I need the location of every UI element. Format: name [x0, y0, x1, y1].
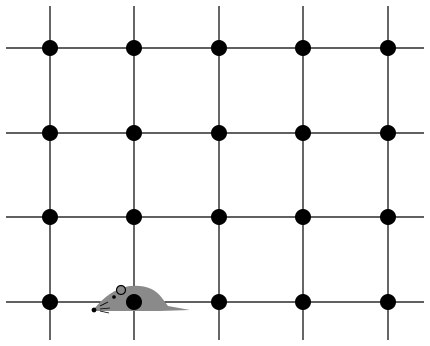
grid-node [211, 40, 227, 56]
mouse-whisker [100, 311, 109, 313]
grid-node [380, 209, 396, 225]
grid-node [380, 294, 396, 310]
mouse-nose [92, 308, 97, 313]
grid-node [295, 294, 311, 310]
grid-lines [6, 6, 424, 340]
grid-node [295, 40, 311, 56]
grid-node [211, 294, 227, 310]
mouse-body [94, 286, 190, 311]
grid-node [42, 209, 58, 225]
mouse-eye [112, 295, 116, 299]
grid-node [42, 125, 58, 141]
grid-node [126, 209, 142, 225]
mouse-ear [117, 286, 126, 295]
grid-node [295, 125, 311, 141]
grid-node [380, 125, 396, 141]
grid-node [126, 125, 142, 141]
grid-node [126, 294, 142, 310]
grid-node [126, 40, 142, 56]
grid-node [295, 209, 311, 225]
grid-node [211, 209, 227, 225]
grid-node [380, 40, 396, 56]
grid-node [42, 40, 58, 56]
grid-node [42, 294, 58, 310]
grid-node [211, 125, 227, 141]
